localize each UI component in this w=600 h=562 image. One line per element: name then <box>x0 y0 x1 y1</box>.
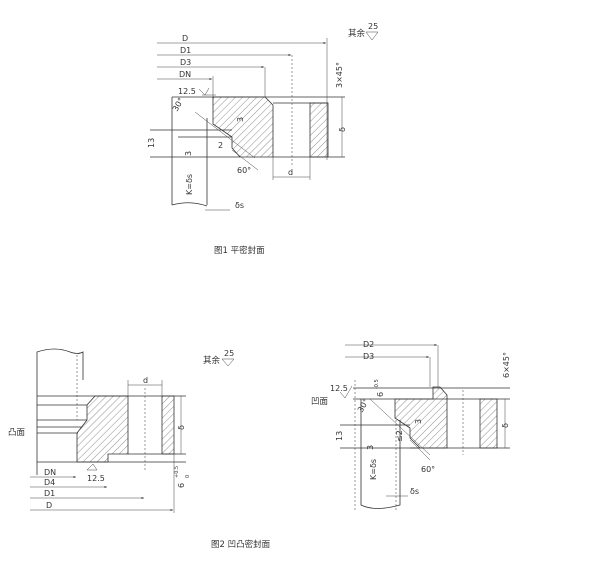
figure-2-caption: 图2 凹凸密封面 <box>211 539 271 550</box>
dim-gap-2: ≤2 <box>395 430 404 442</box>
roughness-triangle-icon <box>86 463 98 471</box>
dim-wall-ds: δs <box>235 201 244 210</box>
roughness-check-icon <box>198 87 216 96</box>
roughness-value: 25 <box>368 22 378 31</box>
dim-land-3b: 3 <box>414 419 423 424</box>
roughness-note: 其余 <box>348 28 366 39</box>
roughness-check-icon <box>339 385 353 399</box>
roughness-12-5: 12.5 <box>87 474 105 483</box>
dim-D3: D3 <box>180 58 191 67</box>
dim-D1: D1 <box>44 489 55 498</box>
dim-DN: DN <box>179 70 191 79</box>
angle-60: 60° <box>237 166 251 175</box>
dim-D1: D1 <box>180 46 191 55</box>
dim-land-3: 3 <box>184 151 193 156</box>
dim-13: 13 <box>147 138 156 148</box>
dim-D: D <box>182 34 188 43</box>
dim-thickness: δ <box>501 423 510 428</box>
dim-raise: 6 <box>177 483 186 488</box>
figure-3-recessed-face: D2 D3 6 -0.5 6×45° δ 13 30° 60° ≤2 3 3 K… <box>311 340 511 510</box>
roughness-symbol-icon <box>365 31 379 41</box>
raised-face-label: 凸面 <box>8 428 26 438</box>
dim-chamfer: 3×45° <box>335 62 344 88</box>
dim-depth: 6 <box>376 392 385 397</box>
dim-thickness: δ <box>338 127 347 132</box>
roughness-12-5: 12.5 <box>330 384 348 393</box>
dim-land-3b: 3 <box>236 117 245 122</box>
figure-1-flat-face: 其余 25 D D1 D3 DN 12.5 13 30° 60 <box>147 22 379 256</box>
dim-chamfer: 6×45° <box>502 352 511 378</box>
dim-gap-2: 2 <box>218 141 223 150</box>
dim-wall-ds: δs <box>410 487 419 496</box>
dim-d: d <box>143 376 148 385</box>
roughness-value: 25 <box>224 349 234 358</box>
recessed-face-label: 凹面 <box>311 397 329 407</box>
dim-K: K=δs <box>185 174 194 195</box>
dim-D4: D4 <box>44 478 55 487</box>
dim-land-3: 3 <box>366 445 375 450</box>
dim-13: 13 <box>335 431 344 441</box>
dim-D3: D3 <box>363 352 374 361</box>
dim-raise-tol-low: 0 <box>185 475 191 478</box>
dim-K: K=δs <box>369 459 378 480</box>
dim-d: d <box>288 168 293 177</box>
roughness-symbol-icon <box>221 358 235 367</box>
dim-D2: D2 <box>363 340 374 349</box>
figure-2-raised-face: 其余 25 d δ 6 +0.5 0 凸面 12.5 DN D4 <box>8 348 271 550</box>
dim-depth-tol: -0.5 <box>374 379 380 389</box>
roughness-note: 其余 <box>203 355 221 366</box>
angle-30: 30° <box>171 96 186 113</box>
roughness-12-5: 12.5 <box>178 87 196 96</box>
angle-30: 30° <box>356 397 371 414</box>
dim-D: D <box>46 501 52 510</box>
figure-1-caption: 图1 平密封面 <box>214 245 265 256</box>
angle-60: 60° <box>421 465 435 474</box>
dim-raise-tol: +0.5 <box>174 466 180 478</box>
dim-thickness: δ <box>177 425 186 430</box>
dim-DN: DN <box>44 468 56 477</box>
